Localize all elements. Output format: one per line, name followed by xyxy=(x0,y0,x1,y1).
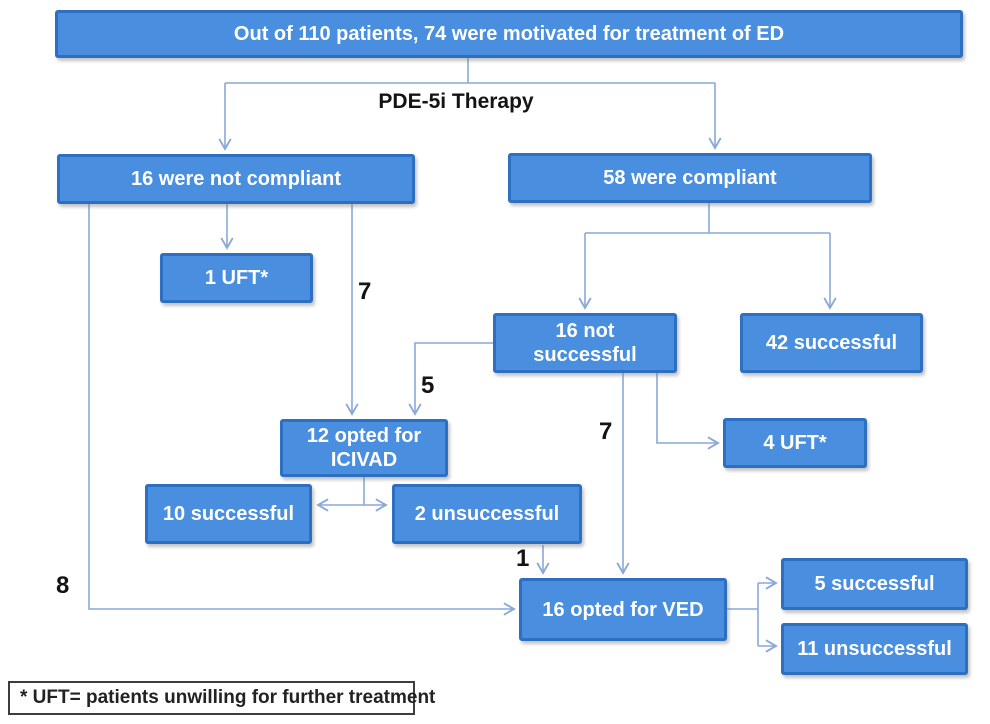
node-ved: 16 opted for VED xyxy=(519,578,727,641)
connector-not-successful-to-uft4 xyxy=(656,373,720,450)
node-successful-5: 5 successful xyxy=(781,558,968,610)
node-not-successful-16: 16 not successful xyxy=(493,313,677,373)
node-successful-42: 42 successful xyxy=(740,313,923,373)
node-uft-1: 1 UFT* xyxy=(160,253,313,303)
node-not-compliant: 16 were not compliant xyxy=(57,154,415,204)
node-compliant: 58 were compliant xyxy=(508,153,872,203)
therapy-label: PDE-5i Therapy xyxy=(378,90,534,113)
connector-not-compliant-to-ved xyxy=(88,204,516,616)
footnote-box: * UFT= patients unwilling for further tr… xyxy=(8,681,435,715)
node-uft-4: 4 UFT* xyxy=(723,418,867,468)
node-successful-10: 10 successful xyxy=(145,484,312,544)
edge-label-5: 5 xyxy=(421,372,435,399)
edge-label-8: 8 xyxy=(56,572,70,599)
node-root: Out of 110 patients, 74 were motivated f… xyxy=(55,10,963,58)
edge-label-7-right: 7 xyxy=(599,418,613,445)
node-unsuccessful-2: 2 unsuccessful xyxy=(392,484,582,544)
connector-not-successful-to-icivad xyxy=(408,342,493,416)
edge-label-1: 1 xyxy=(516,545,530,572)
edge-label-7-left: 7 xyxy=(358,278,372,305)
node-unsuccessful-11: 11 unsuccessful xyxy=(781,623,968,675)
node-icivad: 12 opted for ICIVAD xyxy=(280,419,448,477)
